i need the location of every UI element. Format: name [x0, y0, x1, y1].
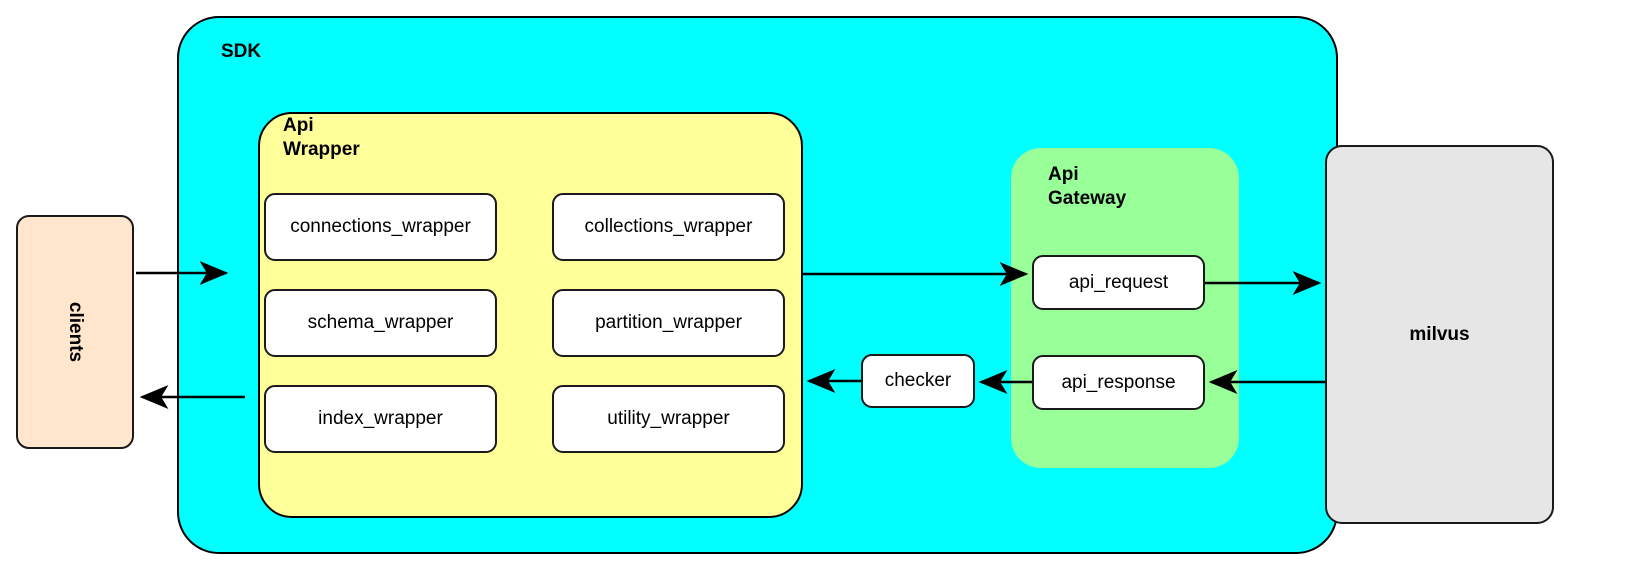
node-clients[interactable]: clients — [16, 215, 134, 449]
node-utility-wrapper[interactable]: utility_wrapper — [552, 385, 785, 453]
node-milvus[interactable]: milvus — [1325, 145, 1554, 524]
node-collections-wrapper[interactable]: collections_wrapper — [552, 193, 785, 261]
node-api-response[interactable]: api_response — [1032, 355, 1205, 410]
api-wrapper-label: Api Wrapper — [283, 115, 360, 161]
node-api-request[interactable]: api_request — [1032, 255, 1205, 310]
node-connections-wrapper[interactable]: connections_wrapper — [264, 193, 497, 261]
sdk-label: SDK — [221, 41, 262, 62]
node-schema-wrapper[interactable]: schema_wrapper — [264, 289, 497, 357]
node-index-wrapper[interactable]: index_wrapper — [264, 385, 497, 453]
api-gateway-label: Api Gateway — [1048, 164, 1127, 210]
clients-label: clients — [64, 301, 86, 363]
node-checker[interactable]: checker — [861, 354, 975, 408]
node-partition-wrapper[interactable]: partition_wrapper — [552, 289, 785, 357]
